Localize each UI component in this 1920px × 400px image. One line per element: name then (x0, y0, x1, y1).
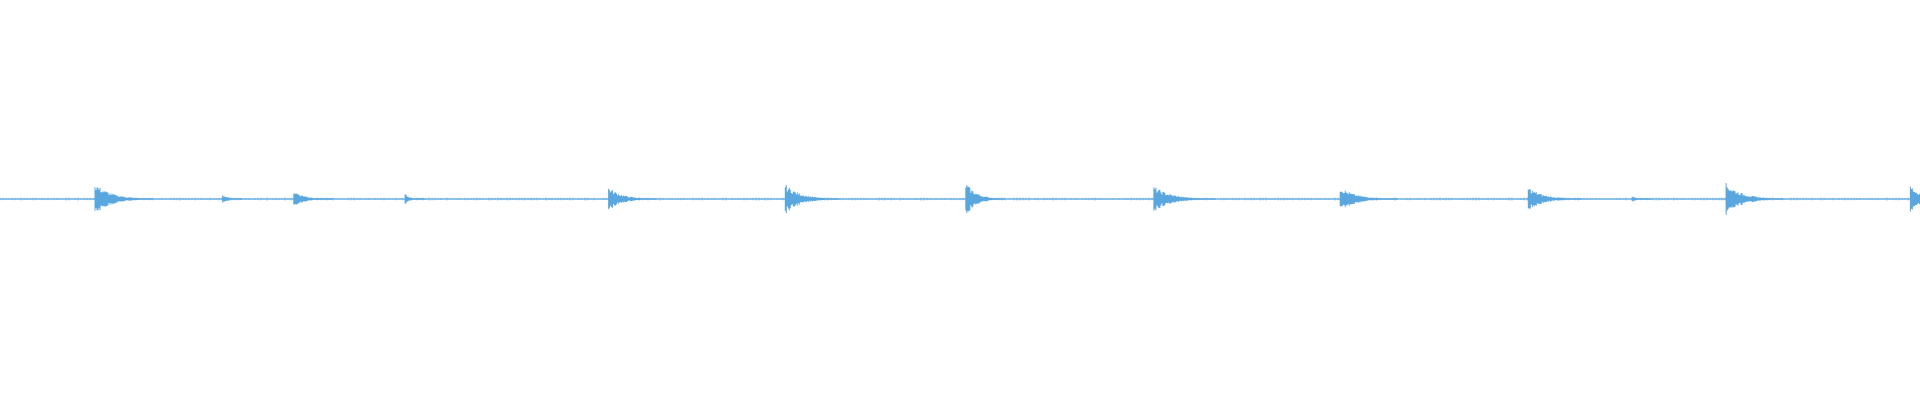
waveform-burst (1725, 183, 1784, 215)
waveform-burst (222, 195, 243, 203)
waveform-burst (1631, 196, 1652, 202)
waveform-burst (404, 194, 425, 204)
waveform-burst (1527, 189, 1582, 209)
waveform-burst (1153, 187, 1216, 211)
waveform-burst (94, 187, 153, 211)
waveform-burst (608, 188, 657, 210)
waveform-burst (1339, 190, 1398, 208)
waveform-burst (1909, 186, 1920, 212)
waveform-burst (293, 193, 333, 205)
waveform-burst (784, 184, 839, 214)
waveform-burst (965, 185, 1005, 213)
